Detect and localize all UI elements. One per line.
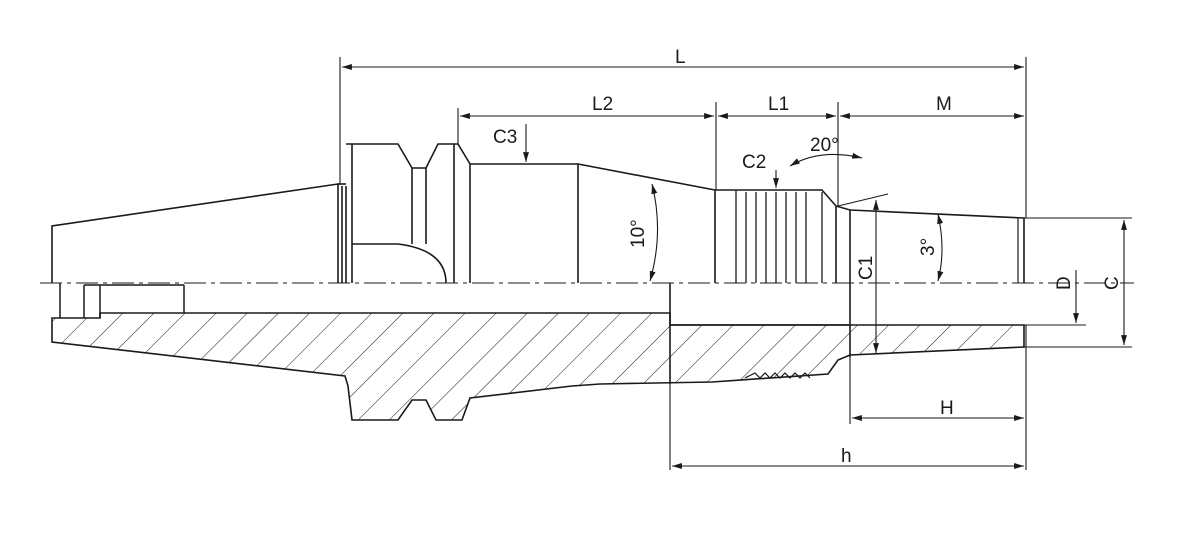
dim-label-L1: L1 [768, 94, 789, 115]
dim-label-L2: L2 [592, 94, 613, 115]
dim-label-C3: C3 [493, 127, 517, 148]
dim-label-L: L [675, 47, 686, 68]
dim-label-C2: C2 [742, 152, 766, 173]
dim-label-D: D [1054, 276, 1075, 290]
dim-label-angle-10: 10° [628, 219, 649, 248]
outline-view [51, 143, 1025, 284]
bore-outline [59, 283, 850, 326]
dim-label-C1: C1 [856, 256, 877, 280]
dim-label-M: M [936, 94, 952, 115]
dim-label-C: C [1102, 276, 1123, 290]
dim-label-h: h [841, 446, 852, 467]
dim-label-H: H [940, 398, 954, 419]
dim-label-angle-3: 3° [918, 238, 939, 256]
dim-label-angle-20: 20° [810, 135, 839, 156]
section-hatched [51, 283, 1025, 421]
dimension-lines [339, 57, 1132, 470]
